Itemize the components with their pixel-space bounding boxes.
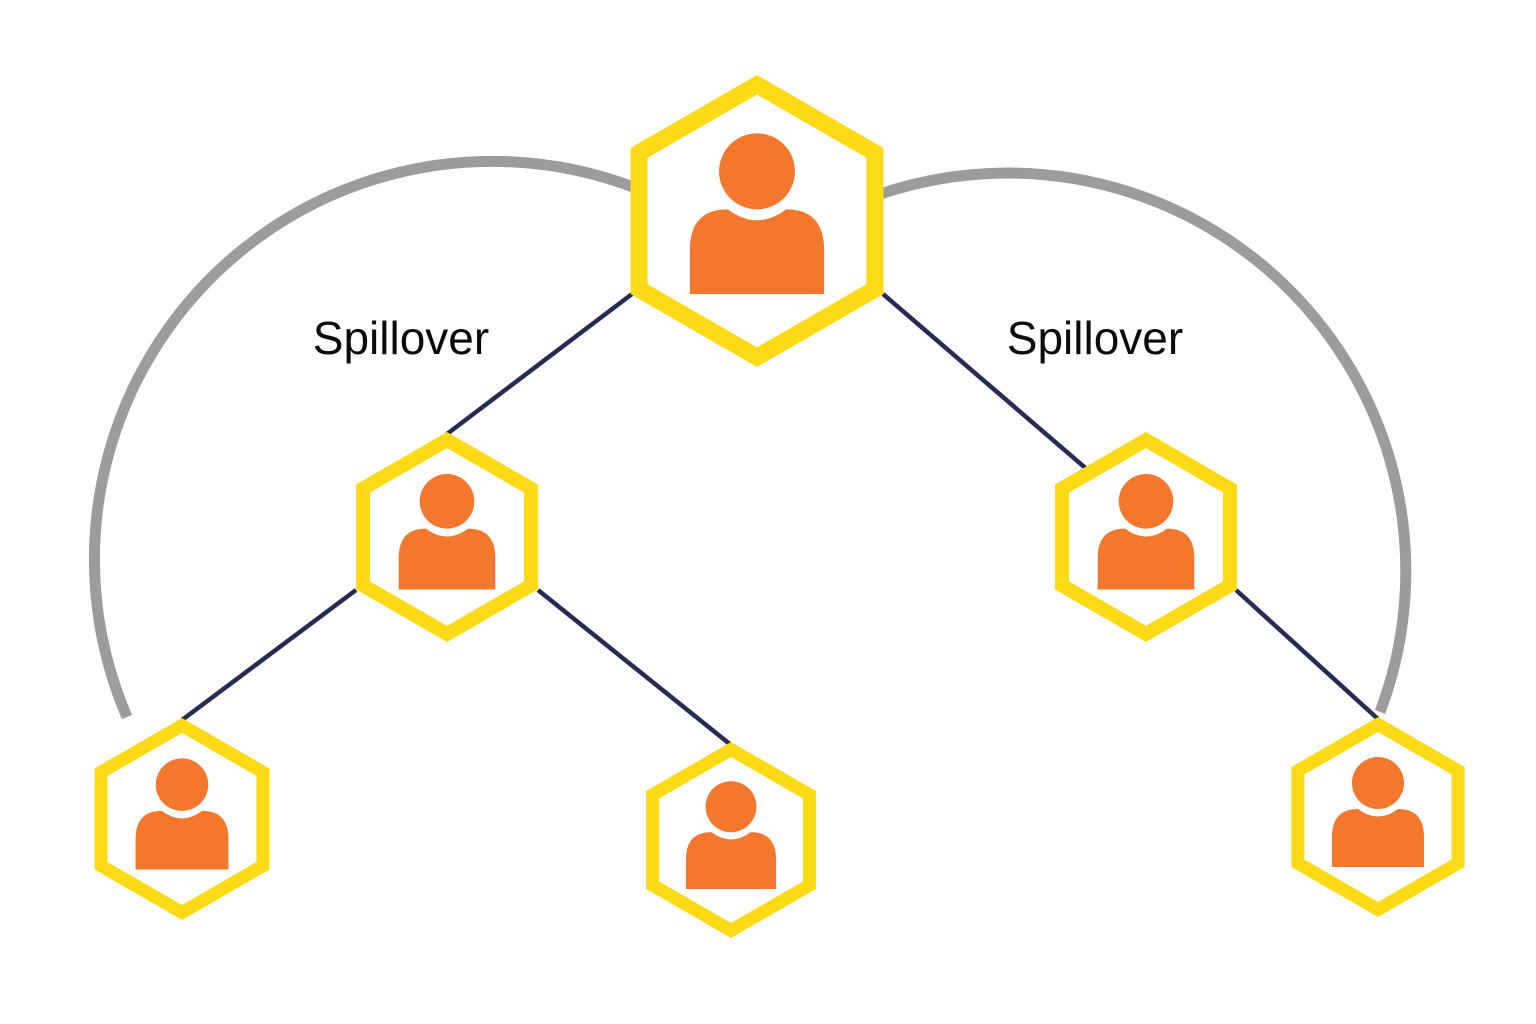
person-icon [685,781,777,889]
person-icon [135,758,229,870]
connector-right-child-to-right-grandchild [1234,588,1380,721]
person-head [1352,757,1404,809]
person-icon [398,474,496,590]
connector-left-child-to-left-grandchild-outer [180,588,358,722]
hexagon-node-left-grandchild-outer [94,717,270,921]
person-torso [398,528,496,590]
connector-root-to-left-child [445,292,634,436]
person-head [155,758,209,811]
person-icon [1332,757,1424,867]
hexagon-node-right-grandchild [1291,716,1465,918]
person-head [419,474,475,529]
person-head [1118,474,1174,529]
person-torso [685,832,777,889]
person-torso [1332,809,1424,867]
person-icon [1097,474,1195,590]
hexagon-node-root [630,74,884,368]
person-torso [1097,528,1195,590]
person-torso [135,810,229,870]
hexagon-node-left-grandchild-inner [646,741,816,939]
person-icon [689,133,825,294]
person-head [705,781,757,833]
spillover-arc-right [753,167,1412,714]
connector-left-child-to-left-grandchild-inner [536,588,733,747]
person-head [719,133,795,210]
spillover-label-left: Spillover [312,312,490,364]
person-torso [689,209,825,294]
hexagon-node-left-child [356,431,538,643]
spillover-arc-left [88,155,761,720]
spillover-label-right: Spillover [1006,312,1184,364]
hexagon-node-right-child [1055,431,1237,643]
